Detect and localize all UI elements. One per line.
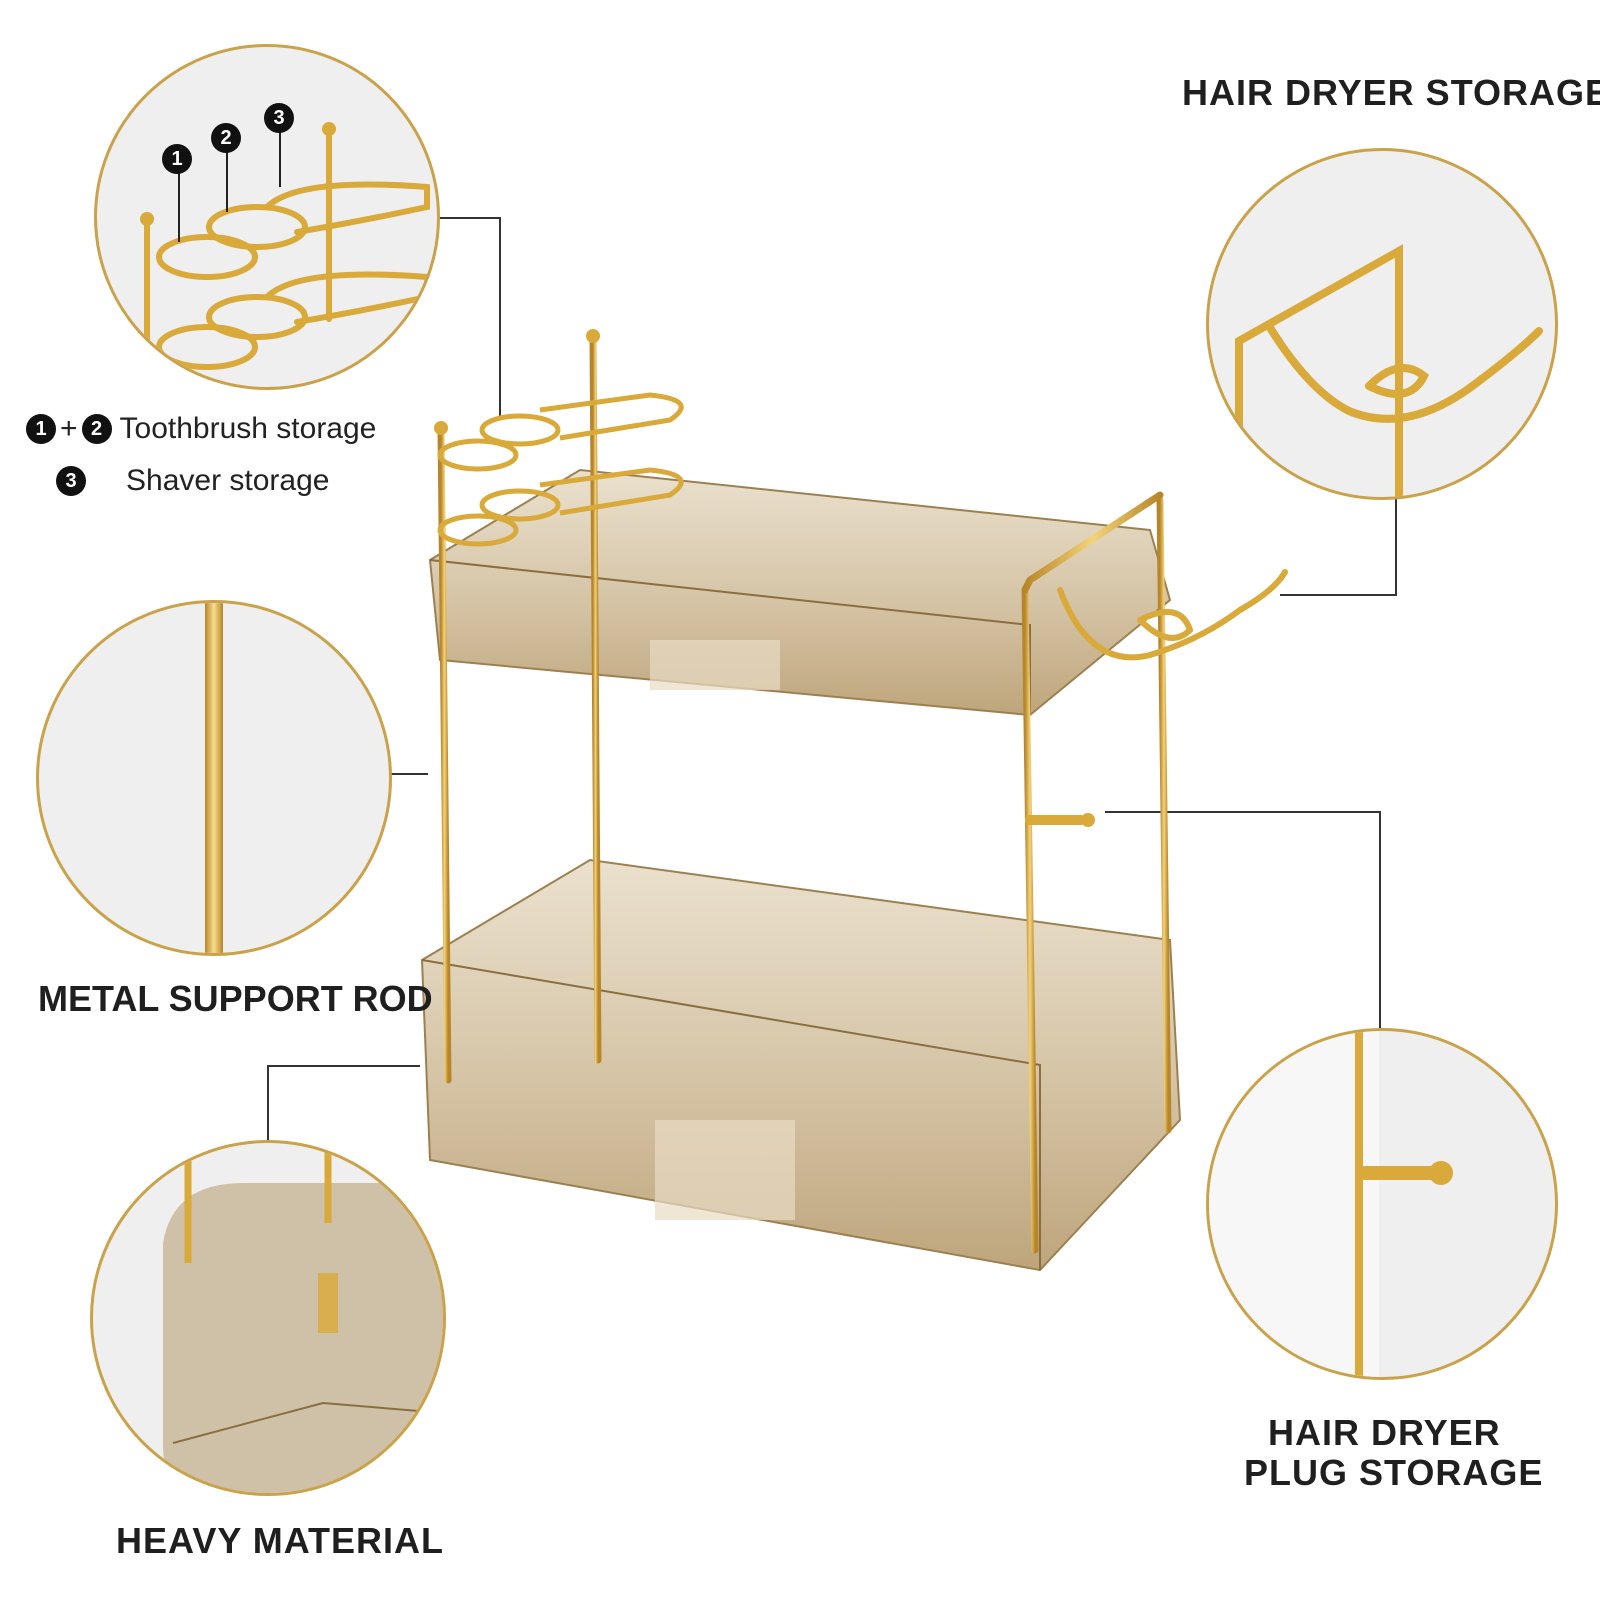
plug-hook <box>1025 813 1095 827</box>
upper-tray <box>428 468 1172 717</box>
callout-badge-2: 2 <box>211 123 241 153</box>
holder-detail-illustration <box>140 122 430 380</box>
toothbrush-legend: 1 + 2 Toothbrush storage <box>26 412 376 446</box>
toothbrush-storage-label: Toothbrush storage <box>119 412 377 445</box>
hair-dryer-hook-circle <box>1206 148 1558 500</box>
callout-badge-1: 1 <box>162 144 192 174</box>
heavy-material-illustration <box>163 1143 443 1493</box>
heavy-material-label: HEAVY MATERIAL <box>116 1520 445 1561</box>
metal-support-rod-label: METAL SUPPORT ROD <box>38 978 433 1019</box>
legend-badge-1: 1 <box>26 414 56 444</box>
legend-badge-2: 2 <box>81 414 112 444</box>
heavy-material-circle <box>90 1140 446 1496</box>
plug-hook-illustration <box>1209 1031 1453 1377</box>
callout-lines <box>267 217 1397 1140</box>
metal-rod-illustration <box>205 603 223 953</box>
holder-detail-circle: 1 2 3 <box>94 44 440 390</box>
legend-plus: + <box>60 412 78 445</box>
shaver-storage-label: Shaver storage <box>126 464 330 497</box>
metal-rod-circle <box>36 600 392 956</box>
callout-badge-3: 3 <box>264 103 294 133</box>
lower-tray <box>420 858 1182 1272</box>
hair-dryer-storage-label: HAIR DRYER STORAGE <box>1182 72 1600 113</box>
legend-badge-3: 3 <box>56 466 86 496</box>
hair-dryer-hook <box>1057 569 1288 661</box>
gold-rods <box>437 336 1172 1254</box>
toothbrush-rings <box>437 392 684 547</box>
plug-storage-label-line2: PLUG STORAGE <box>1244 1452 1544 1493</box>
shaver-legend: 3 Shaver storage <box>56 464 329 498</box>
hair-dryer-hook-illustration <box>1235 244 1543 497</box>
plug-storage-label-line1: HAIR DRYER <box>1268 1412 1501 1453</box>
plug-hook-circle <box>1206 1028 1558 1380</box>
